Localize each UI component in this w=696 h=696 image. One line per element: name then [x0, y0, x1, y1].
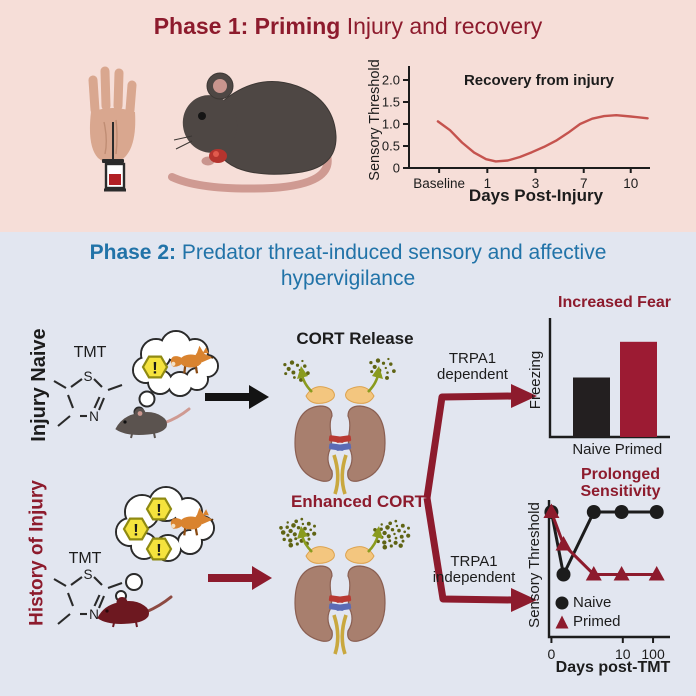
x-tick-label: 7 [580, 176, 588, 191]
x-tick-label: 1 [484, 176, 492, 191]
data-point [556, 567, 571, 582]
threat-thought-bubble-icon [115, 486, 215, 602]
phase2-title-bold: Phase 2: [89, 241, 176, 264]
row1-tmt-label: TMT [73, 344, 107, 361]
pathway2-line2: independent [432, 569, 516, 586]
sensitivity-chart-plot: 0 10 100 [543, 500, 670, 662]
fear-chart-plot: Naive Primed [548, 318, 670, 458]
data-point [586, 505, 601, 519]
recovery-curve [436, 114, 649, 163]
legend-item-naive: Naive [554, 594, 621, 611]
y-tick-label: 1.5 [382, 95, 400, 110]
data-point [648, 566, 665, 581]
data-point [613, 566, 630, 581]
cort-particles-icon [279, 517, 317, 548]
pathway2-line1: TRPA1 [450, 553, 498, 570]
bar-category-label: Primed [615, 441, 663, 458]
cort-particles-icon [283, 359, 310, 382]
x-tick-label: 10 [615, 646, 631, 662]
pathway2-label: TRPA1 independent [415, 554, 533, 586]
data-point [543, 503, 560, 518]
pathway1-line2: dependent [437, 366, 508, 383]
phase1-title: Phase 1: Priming Injury and recovery [0, 13, 696, 40]
legend-primed-label: Primed [573, 613, 621, 630]
x-tick-label: 0 [548, 646, 556, 662]
row1-label: Injury Naive [28, 328, 50, 442]
pathway1-line1: TRPA1 [448, 350, 497, 367]
thought-trail-bubble [138, 390, 156, 408]
phase2-title-rest: Predator threat-induced sensory and affe… [176, 241, 607, 290]
x-tick-label: 10 [623, 176, 638, 191]
x-tick-label: 3 [532, 176, 540, 191]
paw-injection-icon [88, 66, 137, 192]
fork-arrows-icon [423, 384, 537, 612]
recovery-xlabel: Days Post-Injury [468, 186, 604, 205]
cort-particles-icon [369, 357, 396, 380]
fear-chart-title: Increased Fear [558, 294, 671, 311]
bar-naive [573, 377, 610, 437]
right-arrow-icon [205, 385, 269, 409]
mouse-tail [168, 151, 332, 193]
sensitivity-xlabel: Days post-TMT [555, 659, 671, 676]
row2-tmt-label: TMT [68, 550, 102, 567]
row1-cort-label: CORT Release [296, 329, 414, 348]
right-arrow-icon [208, 566, 272, 590]
thought-trail-bubble [125, 573, 143, 591]
bar-category-label: Naive [572, 441, 610, 458]
sensitivity-legend: Naive Primed [554, 594, 621, 630]
phase1-title-rest: Injury and recovery [340, 13, 543, 39]
injured-mouse-icon [168, 72, 337, 193]
row2-cort-label: Enhanced CORT [290, 492, 426, 511]
data-point [614, 505, 629, 519]
legend-item-primed: Primed [554, 613, 621, 630]
recovery-chart-title: Recovery from injury [463, 72, 615, 89]
circle-marker-icon [555, 596, 569, 609]
legend-naive-label: Naive [573, 594, 612, 611]
data-point [585, 566, 602, 581]
bar-primed [620, 341, 657, 437]
phase2-title: Phase 2: Predator threat-induced sensory… [48, 240, 648, 292]
syringe-icon [102, 159, 126, 192]
pathway1-label: TRPA1 dependent [420, 351, 525, 383]
y-tick-label: 2.0 [382, 73, 400, 88]
sensitivity-chart-title: Prolonged Sensitivity [580, 466, 661, 500]
y-tick-label: 0.5 [382, 139, 400, 154]
mouse-icon [97, 595, 173, 628]
triangle-marker-icon [555, 615, 569, 628]
kidneys-adrenal-icon [283, 357, 396, 496]
x-tick-label: 100 [641, 646, 665, 662]
y-tick-label: 1.0 [382, 117, 400, 132]
y-tick-label: 0 [393, 161, 400, 176]
mouse-eye [198, 112, 206, 120]
x-tick-label: Baseline [413, 176, 465, 191]
row2-label: History of Injury [26, 480, 48, 626]
threat-thought-bubble-icon [132, 330, 219, 418]
mouse-icon [115, 407, 191, 439]
phase1-title-bold: Phase 1: Priming [153, 13, 341, 39]
data-point [555, 536, 572, 551]
data-point [649, 505, 664, 519]
kidneys-adrenal-icon [279, 517, 411, 656]
